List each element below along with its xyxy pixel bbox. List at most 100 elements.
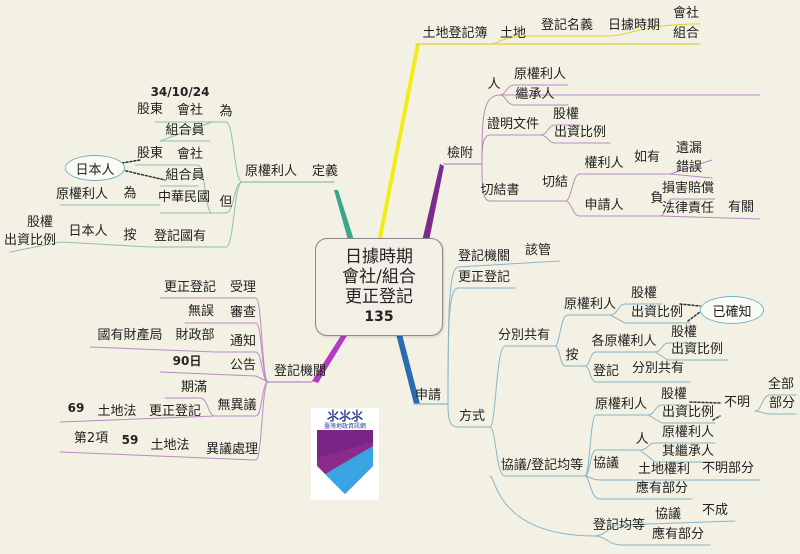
node-at-shares[interactable]: 股權 [552,107,580,122]
node-at-error[interactable]: 錯誤 [675,160,703,175]
node-ap-juris[interactable]: 該管 [524,243,552,258]
node-ap-ratio3[interactable]: 出資比例 [661,405,715,420]
node-au-law2[interactable]: 土地法 [150,438,190,453]
node-au-69[interactable]: 69 [67,401,85,415]
node-ap-shares[interactable]: 股權 [630,286,658,301]
node-ap-neg[interactable]: 協議/登記均等 [500,458,584,473]
node-ap-due[interactable]: 應有部分 [635,481,689,496]
node-at-ifany[interactable]: 如有 [633,150,661,165]
node-ap-shares2[interactable]: 股權 [670,325,698,340]
node-df-but[interactable]: 但 [219,195,233,210]
node-df-roc[interactable]: 中華民國 [157,190,211,205]
node-at-label[interactable]: 檢附 [446,146,474,161]
node-ap-each[interactable]: 各原權利人 [591,334,657,349]
node-ap-failed[interactable]: 不成 [701,503,729,518]
node-at-damages[interactable]: 損害賠償 [661,181,715,196]
node-ap-sep2[interactable]: 分別共有 [631,361,685,376]
node-df-label[interactable]: 定義 [311,164,339,179]
node-at-affidavit[interactable]: 切結書 [480,183,520,198]
node-at-bear[interactable]: 負 [650,191,664,206]
node-au-obj[interactable]: 異議處理 [205,442,259,457]
node-at-legal[interactable]: 法律責任 [661,201,715,216]
node-ap-due2[interactable]: 應有部分 [651,527,705,542]
node-rt-land[interactable]: 土地 [499,26,527,41]
node-ap-unkpart[interactable]: 不明部分 [701,461,755,476]
node-df-orig[interactable]: 原權利人 [244,164,298,179]
confirmed-oval[interactable]: 已確知 [700,296,764,324]
node-ap-label[interactable]: 申請 [414,388,442,403]
node-ap-orig[interactable]: 原權利人 [563,297,617,312]
node-at-ratio[interactable]: 出資比例 [553,125,607,140]
node-au-announce[interactable]: 公告 [229,358,257,373]
node-df-mem[interactable]: 組合員 [165,123,205,138]
node-df-state[interactable]: 登記國有 [153,229,207,244]
node-at-orig[interactable]: 原權利人 [513,67,567,82]
node-df-sh2[interactable]: 股東 [136,146,164,161]
node-au-accept[interactable]: 受理 [229,280,257,295]
node-df-mem2[interactable]: 組合員 [165,168,205,183]
node-au-corr[interactable]: 更正登記 [163,280,217,295]
node-ap-orig2[interactable]: 原權利人 [594,397,648,412]
node-ap-method[interactable]: 方式 [458,409,486,424]
node-ap-landright[interactable]: 土地權利 [637,462,691,477]
node-au-npa[interactable]: 國有財產局 [97,328,163,343]
node-at-affirm[interactable]: 切結 [541,175,569,190]
node-au-59[interactable]: 59 [121,433,139,447]
node-ap-sep[interactable]: 分別共有 [497,328,551,343]
node-at-heir[interactable]: 繼承人 [515,87,555,102]
node-au-corr2[interactable]: 更正登記 [148,404,202,419]
node-ap-orig3[interactable]: 原權利人 [661,425,715,440]
node-df-is[interactable]: 為 [219,104,233,119]
node-df-co[interactable]: 會社 [176,103,204,118]
node-ap-person[interactable]: 人 [635,432,649,447]
node-ap-corr[interactable]: 更正登記 [457,270,511,285]
node-rt-regname[interactable]: 登記名義 [540,18,594,33]
central-topic[interactable]: 日據時期 會社/組合 更正登記 135 [315,238,443,336]
node-au-notify[interactable]: 通知 [229,334,257,349]
node-rt-book[interactable]: 土地登記簿 [422,26,488,41]
node-df-orig2[interactable]: 原權利人 [55,187,109,202]
node-ap-equal[interactable]: 登記均等 [592,518,646,533]
node-ap-agree[interactable]: 協議 [592,456,620,471]
node-au-item2[interactable]: 第2項 [73,431,109,446]
node-at-holder[interactable]: 權利人 [584,156,624,171]
japanese-oval[interactable]: 日本人 [65,155,125,181]
node-at-omit[interactable]: 遺漏 [675,141,703,156]
node-au-90[interactable]: 90日 [172,354,202,368]
node-at-proof[interactable]: 證明文件 [486,117,540,132]
node-ap-agree2[interactable]: 協議 [654,507,682,522]
node-ap-part[interactable]: 部分 [768,396,796,411]
node-at-relevant[interactable]: 有關 [727,200,755,215]
node-df-co2[interactable]: 會社 [176,147,204,162]
node-ap-all[interactable]: 全部 [767,377,795,392]
node-ap-shares3[interactable]: 股權 [660,387,688,402]
node-rt-jp[interactable]: 日據時期 [607,18,661,33]
node-ap-reg[interactable]: 登記 [592,364,620,379]
node-rt-assoc[interactable]: 組合 [672,26,700,41]
node-rt-company[interactable]: 會社 [672,6,700,21]
node-ap-ratio2[interactable]: 出資比例 [670,342,724,357]
node-df-ratio[interactable]: 出資比例 [3,233,57,248]
node-ap-by[interactable]: 按 [565,348,579,363]
node-ap-regauth[interactable]: 登記機關 [457,249,511,264]
node-df-shares[interactable]: 股權 [26,215,54,230]
node-df-is2[interactable]: 為 [123,186,137,201]
node-at-applicant[interactable]: 申請人 [584,198,624,213]
node-ap-ratio[interactable]: 出資比例 [630,305,684,320]
node-at-person[interactable]: 人 [487,77,501,92]
line-equal [489,475,596,537]
node-df-sh[interactable]: 股東 [136,102,164,117]
node-au-noobj[interactable]: 無異議 [217,398,257,413]
node-au-expire[interactable]: 期滿 [180,380,208,395]
node-au-noerr[interactable]: 無誤 [187,304,215,319]
node-ap-heirs[interactable]: 其繼承人 [661,444,715,459]
node-df-by[interactable]: 按 [123,228,137,243]
node-df-jp2[interactable]: 日本人 [68,224,108,239]
node-df-date[interactable]: 34/10/24 [150,85,210,99]
node-ap-unknown[interactable]: 不明 [723,395,751,410]
node-au-review[interactable]: 審查 [229,305,257,320]
node-au-label[interactable]: 登記機關 [273,364,327,379]
node-au-law1[interactable]: 土地法 [97,404,137,419]
node-au-mof[interactable]: 財政部 [175,328,215,343]
